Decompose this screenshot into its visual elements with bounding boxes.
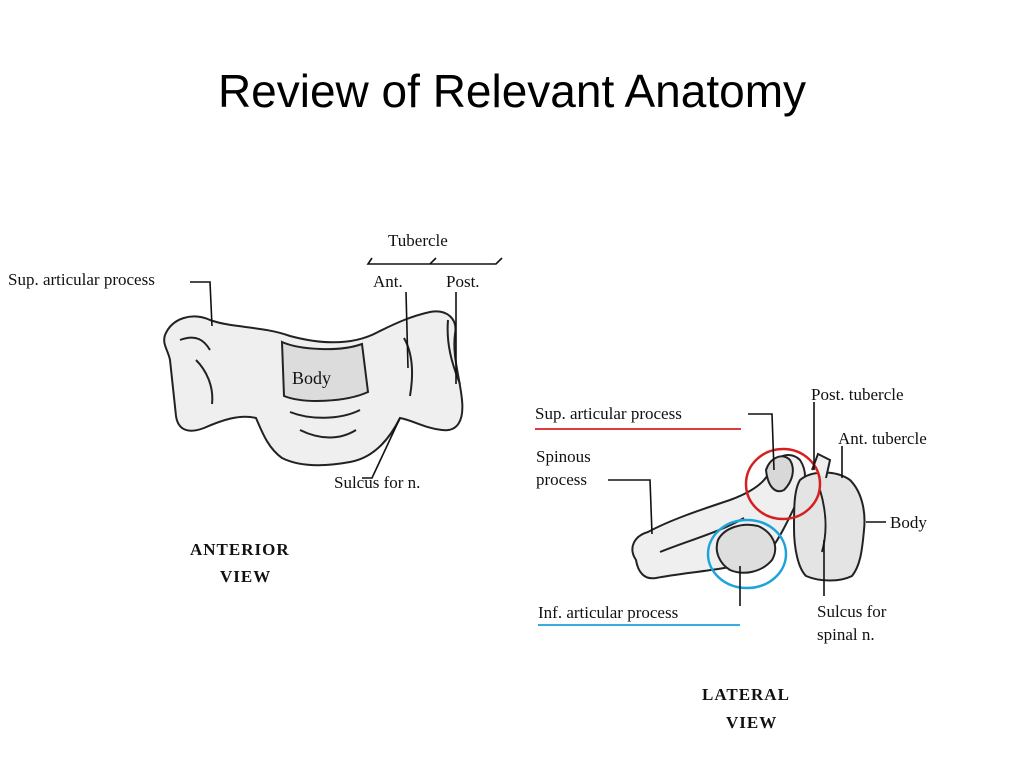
lateral-sulcus-label-line1: Sulcus for	[817, 602, 887, 621]
anterior-vertebra-drawing	[163, 310, 464, 467]
anterior-view-heading-line1: ANTERIOR	[190, 540, 290, 559]
anterior-sup-articular-label: Sup. articular process	[8, 270, 155, 289]
lateral-leader-lines	[608, 402, 886, 606]
lateral-body-label: Body	[890, 513, 927, 532]
anterior-tubercle-label: Tubercle	[388, 231, 448, 250]
lateral-view-heading-line2: VIEW	[726, 713, 777, 732]
lateral-sulcus-label-line2: spinal n.	[817, 625, 875, 644]
lateral-view-diagram: Sup. articular process Post. tubercle An…	[535, 385, 927, 732]
anterior-leader-lines	[190, 257, 503, 479]
slide-title: Review of Relevant Anatomy	[217, 65, 807, 117]
sup-articular-highlight-circle	[744, 447, 822, 521]
lateral-sup-articular-label: Sup. articular process	[535, 404, 682, 423]
anterior-post-tubercle-label: Post.	[446, 272, 480, 291]
anterior-view-diagram: Sup. articular process Tubercle Ant. Pos…	[8, 231, 503, 586]
lateral-ant-tubercle-label: Ant. tubercle	[838, 429, 927, 448]
lateral-vertebra-drawing	[631, 452, 866, 582]
lateral-view-heading-line1: LATERAL	[702, 685, 790, 704]
anterior-sulcus-label: Sulcus for n.	[334, 473, 420, 492]
anterior-ant-tubercle-label: Ant.	[373, 272, 403, 291]
anterior-body-label: Body	[292, 368, 331, 388]
lateral-post-tubercle-label: Post. tubercle	[811, 385, 904, 404]
lateral-spinous-label-line1: Spinous	[536, 447, 591, 466]
lateral-spinous-label-line2: process	[536, 470, 587, 489]
inf-articular-highlight-circle	[706, 518, 788, 590]
lateral-inf-articular-label: Inf. articular process	[538, 603, 678, 622]
anterior-view-heading-line2: VIEW	[220, 567, 271, 586]
